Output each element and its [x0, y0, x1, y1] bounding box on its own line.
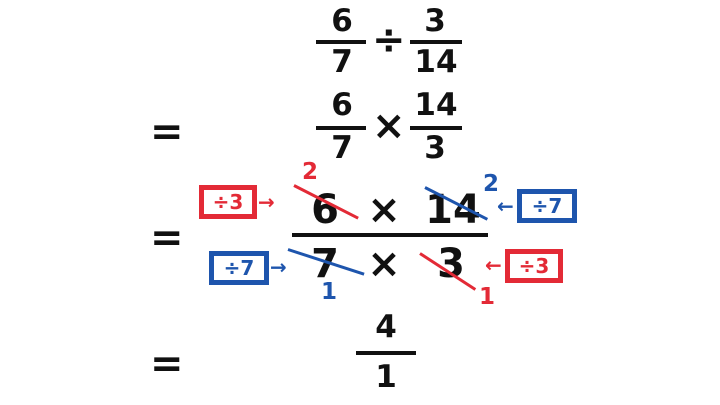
line2-fraction-bar-2 [410, 126, 462, 130]
line4-fraction-bar [356, 351, 416, 355]
line2-denominator-1: 7 [331, 130, 353, 166]
line2-numerator-2: 14 [414, 87, 458, 123]
line1-divide-sign: ÷ [372, 17, 406, 63]
reduced-value-3: 1 [478, 284, 495, 310]
line1-denominator-2: 14 [414, 44, 458, 80]
arrow-right-icon: → [258, 190, 275, 214]
line1-numerator-2: 3 [424, 3, 446, 39]
divide-by-3-tag-bottom: ÷3 [505, 249, 563, 283]
divide-by-3-tag-top: ÷3 [199, 185, 257, 219]
divide-by-7-tag-top: ÷7 [517, 189, 577, 223]
line1-fraction-bar-2 [410, 40, 462, 44]
arrow-right-icon: → [270, 255, 287, 279]
line4-equals-sign: = [150, 341, 184, 387]
reduced-value-14: 2 [482, 171, 499, 197]
line2-fraction-bar-1 [316, 126, 366, 130]
line3-fraction-bar [292, 233, 488, 237]
line2-denominator-2: 3 [424, 130, 446, 166]
line2-equals-sign: = [150, 109, 184, 155]
line3-denominator-multiply-sign: × [367, 241, 401, 287]
line2-multiply-sign: × [372, 103, 406, 149]
line1-denominator-1: 7 [331, 44, 353, 80]
arrow-left-icon: ← [497, 194, 514, 218]
line4-numerator: 4 [375, 309, 397, 345]
reduced-value-7: 1 [320, 279, 337, 305]
divide-by-7-tag-bottom: ÷7 [209, 251, 269, 285]
line1-numerator-1: 6 [331, 3, 353, 39]
line3-equals-sign: = [150, 215, 184, 261]
line4-denominator: 1 [375, 359, 397, 395]
line2-numerator-1: 6 [331, 87, 353, 123]
reduced-value-6: 2 [301, 159, 318, 185]
arrow-left-icon: ← [485, 253, 502, 277]
line1-fraction-bar-1 [316, 40, 366, 44]
line3-numerator-multiply-sign: × [367, 187, 401, 233]
